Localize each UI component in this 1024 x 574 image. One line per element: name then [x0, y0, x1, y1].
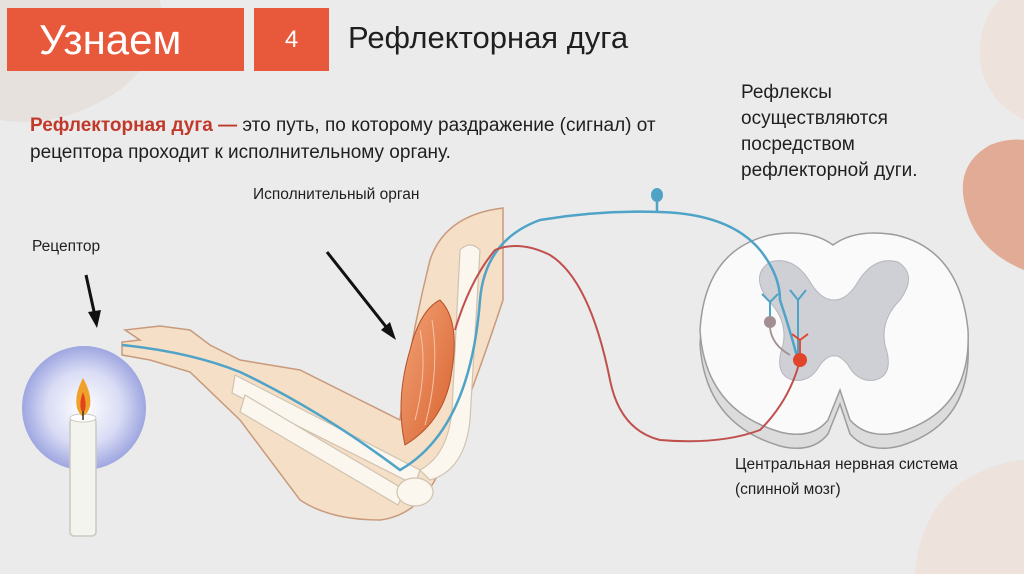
definition-text: Рефлекторная дуга — это путь, по котором… — [30, 112, 680, 166]
spinal-cord-illustration — [699, 232, 969, 449]
definition-term: Рефлекторная дуга — — [30, 115, 238, 136]
definition-body: это путь, по которому раздражение (сигна… — [30, 115, 656, 163]
receptor-label: Рецептор — [32, 238, 101, 255]
motor-nerve-path — [454, 245, 801, 443]
slide-title: Рефлекторная дуга — [348, 20, 629, 55]
section-badge: Узнаем — [7, 8, 244, 71]
cns-label: Центральная нервная система (спинной моз… — [735, 456, 958, 498]
candle-icon — [69, 378, 97, 537]
effector-arrow — [325, 251, 396, 340]
sensory-ganglion-icon — [651, 188, 663, 212]
interneuron-icon — [761, 293, 791, 356]
receptor-arrow — [84, 274, 101, 328]
slide-number-badge: 4 — [254, 8, 329, 71]
effector-label: Исполнительный орган — [253, 186, 420, 203]
arm-illustration — [121, 207, 504, 521]
motor-neuron-icon — [791, 333, 809, 367]
sensory-nerve-path — [121, 210, 800, 472]
side-note: Рефлексы осуществляются посредством рефл… — [741, 82, 918, 181]
